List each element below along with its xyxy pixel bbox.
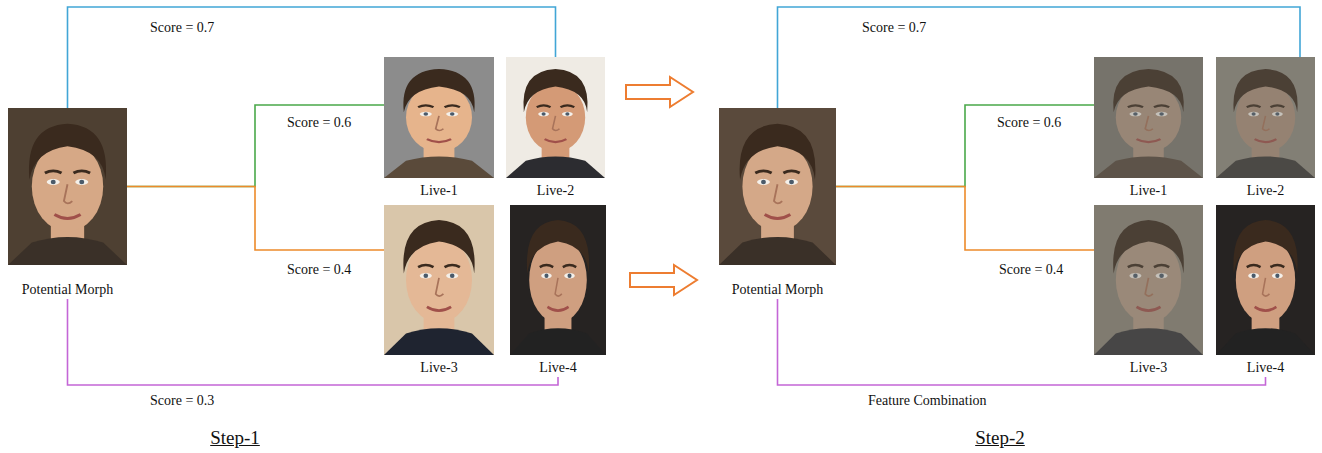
dim-overlay	[1216, 57, 1315, 178]
live-photo	[1216, 57, 1315, 178]
live-image-node: Live-1	[384, 57, 494, 200]
live-image-node: Live-3	[384, 205, 494, 377]
dim-overlay	[1094, 57, 1203, 178]
score-label: Score = 0.6	[285, 115, 353, 131]
score-label: Score = 0.4	[997, 262, 1065, 278]
live-photo	[384, 57, 494, 178]
score-connector	[778, 7, 1301, 108]
step-label: Step-1	[210, 427, 260, 449]
live-image-node: Live-2	[506, 57, 605, 200]
image-caption: Live-2	[1216, 182, 1315, 200]
step-arrow	[626, 77, 693, 107]
score-connector	[778, 299, 1266, 385]
live-photo	[506, 57, 605, 178]
live-photo	[1094, 57, 1203, 178]
morph-photo	[8, 108, 127, 265]
score-connector	[68, 7, 556, 108]
score-connector	[836, 105, 1094, 187]
live-photo	[1216, 205, 1315, 355]
score-label: Score = 0.4	[285, 262, 353, 278]
score-label: Feature Combination	[866, 393, 989, 409]
live-photo	[510, 205, 606, 355]
morph-photo	[719, 108, 836, 265]
score-label: Score = 0.7	[148, 20, 216, 36]
score-label: Score = 0.6	[995, 115, 1063, 131]
morph-image-node: Potential Morph	[8, 108, 127, 299]
dim-overlay	[1094, 205, 1203, 355]
live-image-node: Live-1	[1094, 57, 1203, 200]
score-connector	[127, 105, 384, 187]
step-arrow	[630, 265, 697, 295]
score-connector	[127, 187, 384, 251]
live-photo	[1094, 205, 1203, 355]
image-caption: Live-2	[506, 182, 605, 200]
live-photo	[384, 205, 494, 355]
score-label: Score = 0.7	[860, 20, 928, 36]
live-image-node: Live-2	[1216, 57, 1315, 200]
image-caption: Potential Morph	[719, 281, 836, 299]
morph-image-node: Potential Morph	[719, 108, 836, 299]
live-image-node: Live-3	[1094, 205, 1203, 377]
step-label: Step-2	[975, 427, 1025, 449]
live-image-node: Live-4	[510, 205, 606, 377]
image-caption: Live-4	[510, 359, 606, 377]
image-caption: Live-3	[384, 359, 494, 377]
image-caption: Live-3	[1094, 359, 1203, 377]
score-connector	[836, 187, 1094, 251]
score-connector	[68, 299, 559, 385]
score-label: Score = 0.3	[148, 393, 216, 409]
image-caption: Live-4	[1216, 359, 1315, 377]
image-caption: Potential Morph	[8, 281, 127, 299]
live-image-node: Live-4	[1216, 205, 1315, 377]
image-caption: Live-1	[1094, 182, 1203, 200]
image-caption: Live-1	[384, 182, 494, 200]
